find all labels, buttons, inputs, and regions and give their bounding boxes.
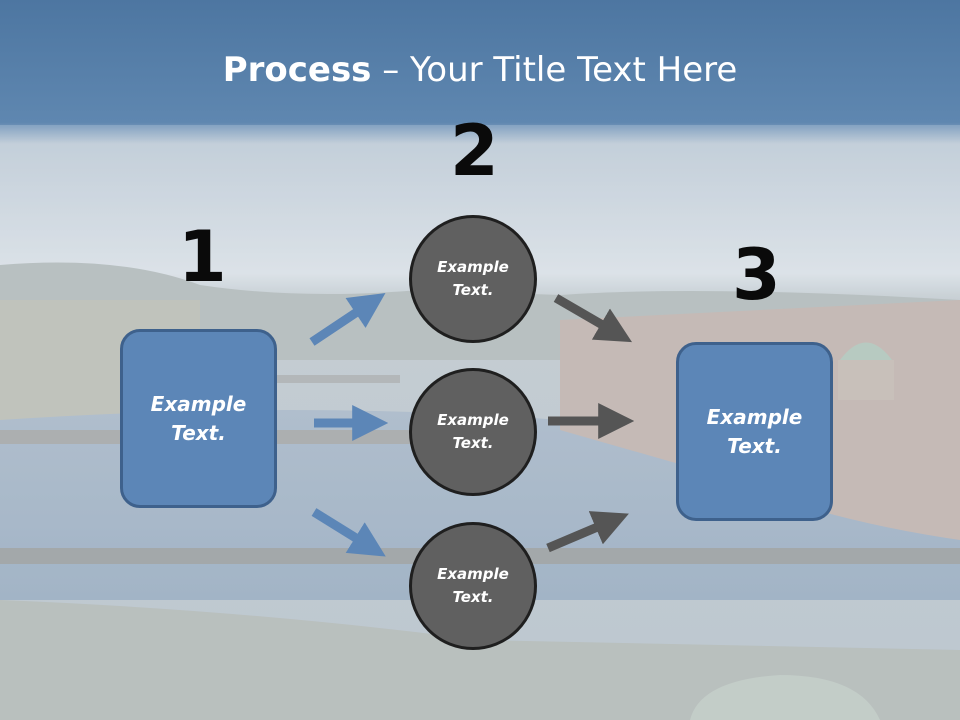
title-rest: – Your Title Text Here bbox=[371, 50, 738, 90]
step3-box: Example Text. bbox=[676, 342, 833, 521]
arrow-blue-up bbox=[309, 293, 386, 346]
arrow-gray-down bbox=[553, 294, 633, 343]
arrow-blue-down bbox=[311, 508, 386, 557]
title-bold: Process bbox=[222, 50, 372, 90]
slide-title: Process – Your Title Text Here bbox=[0, 50, 960, 90]
step1-box: Example Text. bbox=[120, 329, 277, 508]
step2-circle-bottom: Example Text. bbox=[409, 522, 537, 650]
step-number-1: 1 bbox=[178, 216, 227, 298]
step-number-2: 2 bbox=[450, 110, 499, 192]
arrow-gray-up bbox=[546, 511, 629, 553]
step2-circle-middle: Example Text. bbox=[409, 368, 537, 496]
step-number-3: 3 bbox=[732, 234, 781, 316]
step2-circle-top: Example Text. bbox=[409, 215, 537, 343]
